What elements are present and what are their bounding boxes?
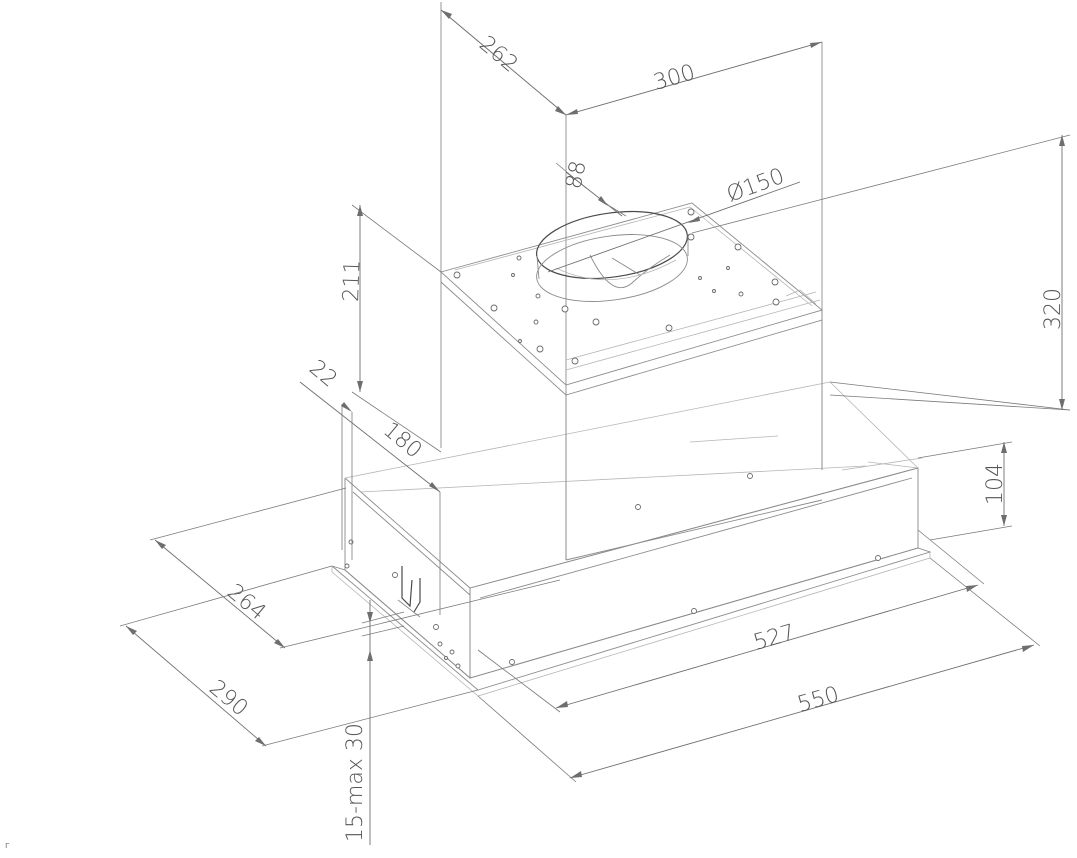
dim-527: 527 (477, 529, 985, 713)
dim-104: 104 (917, 441, 1013, 541)
hood-body (331, 320, 932, 697)
top-plate-holes (453, 208, 780, 365)
duct-collar (536, 210, 689, 302)
dim-211: 211 (339, 204, 442, 453)
motor-top-plate (440, 202, 823, 396)
dim-88-label: 88 (561, 159, 591, 192)
dim-290: 290 (119, 565, 479, 747)
dim-290-label: 290 (204, 675, 252, 721)
dim-duct-diameter-label: Ø150 (724, 164, 788, 208)
dim-527-label: 527 (751, 620, 798, 656)
dim-262-label: 262 (474, 31, 522, 77)
dim-211-label: 211 (339, 259, 365, 302)
dim-front-gap: 15-max 30 (343, 600, 405, 845)
dim-320: 320 (691, 134, 1071, 411)
dim-front-gap-label: 15-max 30 (343, 723, 368, 842)
dim-300: 300 (565, 41, 823, 116)
dim-320-label: 320 (1041, 288, 1066, 330)
corner-mark: г (5, 841, 10, 851)
dim-88: 88 (555, 159, 627, 217)
dim-22-180: 22 180 (299, 355, 441, 615)
dim-300-label: 300 (651, 60, 698, 96)
dim-104-label: 104 (983, 463, 1008, 505)
dim-180-label: 180 (378, 417, 426, 463)
dim-550-label: 550 (795, 682, 842, 718)
dim-22-label: 22 (304, 355, 342, 392)
chimney-cover (440, 9, 823, 560)
dim-264-label: 264 (222, 579, 270, 625)
dim-264: 264 (149, 487, 561, 649)
dim-262: 262 (440, 2, 567, 116)
